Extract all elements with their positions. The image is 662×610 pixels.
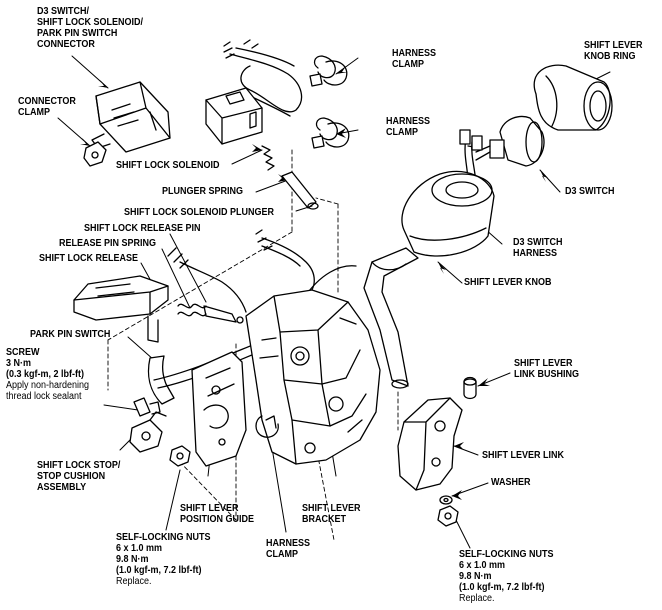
solenoid-plunger-icon	[281, 171, 319, 210]
label-solenoid-plunger: SHIFT LOCK SOLENOID PLUNGER	[124, 207, 275, 218]
label-shift-lever-knob: SHIFT LEVER KNOB	[464, 277, 552, 288]
label-washer: WASHER	[491, 477, 531, 488]
d3-switch-icon	[467, 115, 545, 167]
position-guide-icon	[191, 351, 247, 467]
shift-lock-release-icon	[73, 275, 169, 343]
harness-clamp-mid-icon	[311, 117, 350, 149]
shift-lock-stop-icon	[129, 411, 167, 453]
label-d3-switch: D3 SWITCH	[565, 186, 615, 197]
shift-lever-knob-icon	[401, 170, 495, 257]
label-harness-clamp-bottom: HARNESS CLAMP	[266, 538, 311, 560]
label-nuts-left: SELF-LOCKING NUTS 6 x 1.0 mm 9.8 N·m (1.…	[116, 532, 211, 587]
self-locking-nut-right-icon	[437, 505, 459, 527]
label-connector-clamp: CONNECTOR CLAMP	[18, 96, 76, 118]
harness-connector-icon	[91, 81, 171, 153]
label-park-pin-switch: PARK PIN SWITCH	[30, 329, 111, 340]
label-d3-harness: D3 SWITCH HARNESS	[513, 237, 563, 259]
label-shift-lock-release: SHIFT LOCK RELEASE	[39, 253, 139, 264]
screw-icon	[133, 397, 161, 417]
shift-lock-solenoid-icon	[205, 87, 263, 145]
harness-clamp-top-icon	[309, 55, 348, 87]
shift-lever-shaft-icon	[363, 247, 419, 389]
label-knob-ring: SHIFT LEVER KNOB RING	[584, 40, 643, 62]
label-position-guide: SHIFT LEVER POSITION GUIDE	[180, 503, 255, 525]
harness-clamp-bottom-icon	[255, 415, 279, 438]
label-harness-clamp-top: HARNESS CLAMP	[392, 48, 437, 70]
connector-clamp-icon	[83, 141, 107, 167]
leader-lines	[57, 55, 611, 549]
label-shift-lock-solenoid: SHIFT LOCK SOLENOID	[116, 160, 220, 171]
label-d3-connector: D3 SWITCH/ SHIFT LOCK SOLENOID/ PARK PIN…	[37, 6, 144, 50]
self-locking-nut-left-icon	[169, 445, 191, 467]
link-bushing-icon	[463, 376, 477, 400]
label-screw: SCREW 3 N·m (0.3 kgf-m, 2 lbf-ft) Apply …	[6, 347, 90, 402]
label-link-bushing: SHIFT LEVER LINK BUSHING	[514, 358, 580, 380]
washer-icon	[439, 495, 453, 505]
release-pin-spring-icon	[177, 303, 207, 317]
label-release-pin: SHIFT LOCK RELEASE PIN	[84, 223, 201, 234]
knob-ring-icon	[533, 64, 613, 131]
release-pin-icon	[203, 305, 244, 324]
label-nuts-right: SELF-LOCKING NUTS 6 x 1.0 mm 9.8 N·m (1.…	[459, 549, 554, 604]
shift-lever-link-icon	[397, 397, 463, 491]
label-release-pin-spring: RELEASE PIN SPRING	[59, 238, 157, 249]
shift-lever-bracket-icon	[245, 289, 381, 465]
label-harness-clamp-mid: HARNESS CLAMP	[386, 116, 431, 138]
plunger-spring-icon	[261, 145, 275, 171]
label-lever-bracket: SHIFT LEVER BRACKET	[302, 503, 361, 525]
label-plunger-spring: PLUNGER SPRING	[162, 186, 244, 197]
label-stop-cushion: SHIFT LOCK STOP/ STOP CUSHION ASSEMBLY	[37, 460, 121, 493]
label-shift-lever-link: SHIFT LEVER LINK	[482, 450, 565, 461]
